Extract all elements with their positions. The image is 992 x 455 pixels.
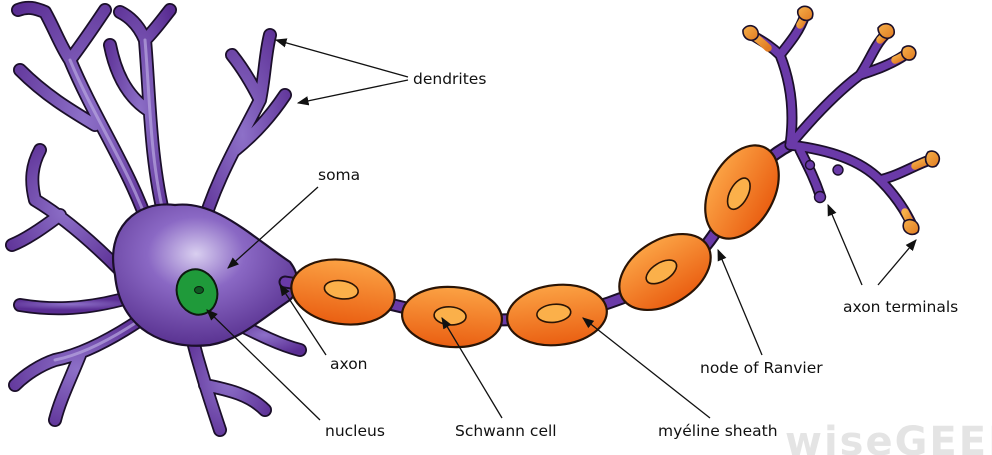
label-dendrites: dendrites [413, 70, 486, 88]
label-axon: axon [330, 355, 368, 373]
label-node-of-ranvier: node of Ranvier [700, 359, 823, 377]
label-schwann-cell: Schwann cell [455, 422, 557, 440]
label-nucleus: nucleus [325, 422, 385, 440]
label-myelin-sheath: myéline sheath [658, 422, 778, 440]
schwann-cells [287, 133, 794, 351]
label-soma: soma [318, 166, 360, 184]
label-axon-terminals: axon terminals [843, 298, 958, 316]
watermark-logo: wiseGEEK [785, 419, 992, 455]
